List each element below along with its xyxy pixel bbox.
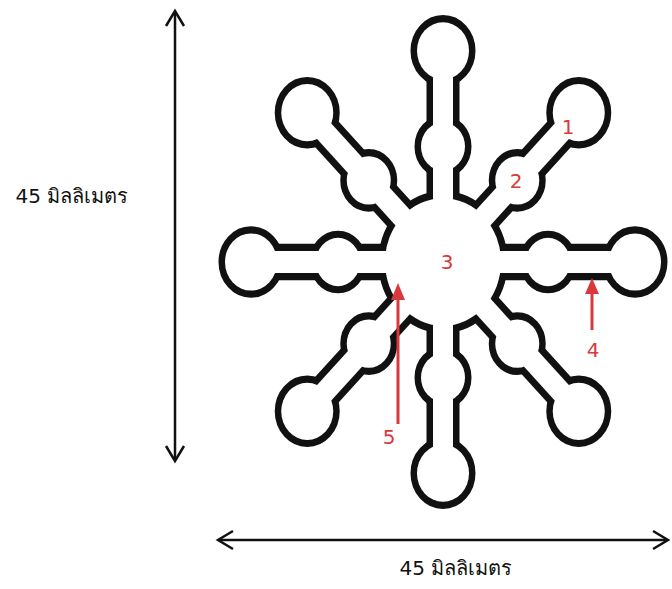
channel-arm xyxy=(270,273,433,452)
channel-arm xyxy=(453,72,616,251)
channel-arm xyxy=(453,273,616,452)
channel-arm xyxy=(225,233,403,290)
dimension-label: 45 มิลลิเมตร xyxy=(400,557,513,579)
channel-arm xyxy=(453,72,616,251)
pointer-arrow xyxy=(585,278,599,330)
channel-arm xyxy=(417,306,469,502)
callout-number: 4 xyxy=(587,339,600,361)
dimension-arrow xyxy=(166,11,184,461)
channel-arm xyxy=(270,72,433,251)
channel-arm xyxy=(225,233,403,290)
channel-outline xyxy=(225,22,661,502)
callout-number: 1 xyxy=(562,116,575,138)
pointer-arrow xyxy=(391,283,405,424)
callout-number: 2 xyxy=(510,170,523,192)
channel-arm xyxy=(417,306,469,502)
channel-interior xyxy=(225,22,661,502)
channel-arm xyxy=(270,273,433,452)
dimension-arrow xyxy=(218,531,668,549)
callout-number: 5 xyxy=(383,426,396,448)
channel-arm xyxy=(417,22,469,218)
channel-arm xyxy=(453,273,616,452)
channel-arm xyxy=(417,22,469,218)
dimension-label: 45 มิลลิเมตร xyxy=(16,185,129,207)
callout-number: 3 xyxy=(441,251,454,273)
channel-arm xyxy=(270,72,433,251)
channel-arm xyxy=(483,233,661,290)
channel-arm xyxy=(483,233,661,290)
